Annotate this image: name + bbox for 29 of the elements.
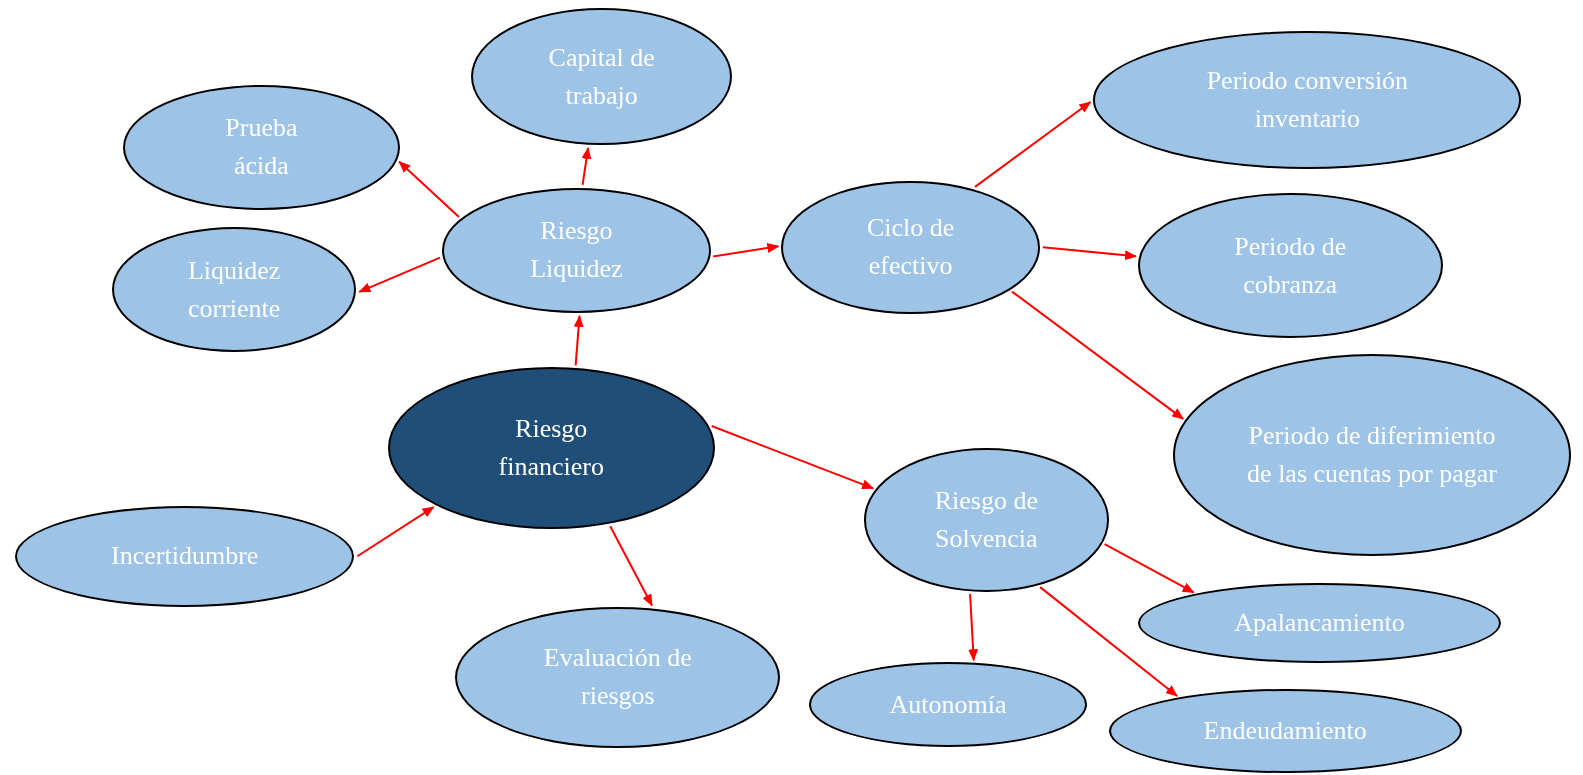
node-label: Ciclo de efectivo (865, 212, 956, 283)
node-label: Liquidez corriente (187, 254, 282, 325)
arrow (1039, 586, 1179, 697)
arrow (1103, 543, 1195, 594)
arrow (358, 256, 442, 293)
arrow (1010, 290, 1185, 420)
node-label: Periodo de cobranza (1233, 230, 1348, 301)
node-label: Endeudamiento (1203, 714, 1367, 747)
node-label: Capital de trabajo (547, 41, 656, 112)
arrow (974, 101, 1092, 188)
node-label: Autonomía (889, 688, 1007, 721)
arrow (573, 314, 584, 367)
arrow (710, 425, 875, 490)
arrow (609, 525, 653, 607)
arrow (968, 592, 979, 662)
node-label: Riesgo Liquidez (529, 215, 624, 286)
node-label: Apalancamiento (1234, 606, 1405, 639)
node-label: Incertidumbre (111, 540, 259, 573)
arrow (581, 147, 592, 186)
arrow (712, 243, 780, 258)
arrow (1041, 246, 1137, 261)
node-label: Periodo conversión inventario (1205, 64, 1410, 135)
arrow (356, 506, 435, 558)
node-label: Periodo de diferimiento de las cuentas por pagar (1246, 420, 1498, 491)
node-label: Prueba ácida (224, 112, 299, 183)
node-label: Evaluación de riesgos (542, 642, 693, 713)
node-label: Riesgo financiero (497, 413, 605, 484)
arrow (398, 160, 460, 218)
node-label: Riesgo de Solvencia (933, 484, 1039, 555)
